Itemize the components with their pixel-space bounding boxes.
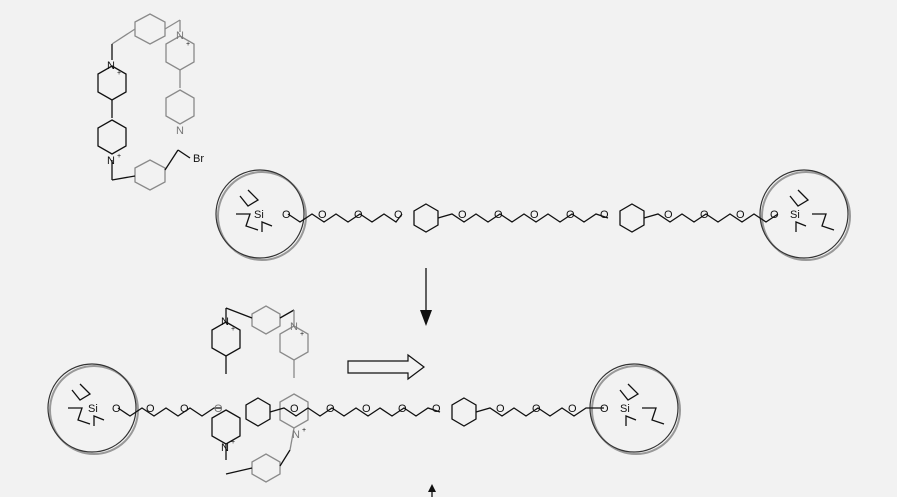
partial-up-arrow: [428, 484, 436, 497]
o-top-13: O: [770, 209, 779, 221]
o-top-3: O: [354, 209, 363, 221]
charge-ring-gray-top: +: [300, 331, 304, 338]
o-bottom-8: O: [398, 403, 407, 415]
n-ring-bottom: N: [221, 442, 229, 454]
axle-thread-top: [215, 169, 851, 261]
o-bottom-10: O: [496, 403, 505, 415]
o-bottom-9: O: [432, 403, 441, 415]
precursor-charge-gray: +: [186, 41, 190, 48]
o-top-12: O: [736, 209, 745, 221]
o-top-4: O: [394, 209, 403, 221]
bromine-label: Br: [193, 153, 204, 165]
o-bottom-3: O: [180, 403, 189, 415]
o-bottom-12: O: [568, 403, 577, 415]
o-bottom-7: O: [362, 403, 371, 415]
o-bottom-5: O: [290, 403, 299, 415]
precursor-charge-bottom: +: [117, 153, 121, 160]
precursor-n-top: N: [107, 60, 115, 72]
o-bottom-6: O: [326, 403, 335, 415]
precursor-n-bottom: N: [107, 155, 115, 167]
n-ring-top: N: [221, 316, 229, 328]
o-top-5: O: [458, 209, 467, 221]
o-top-7: O: [530, 209, 539, 221]
si-bottom-right: Si: [620, 403, 630, 415]
o-bottom-1: O: [112, 403, 121, 415]
o-top-8: O: [566, 209, 575, 221]
charge-ring-top: +: [231, 326, 235, 333]
down-arrow: [420, 268, 432, 326]
o-bottom-11: O: [532, 403, 541, 415]
si-top-left: Si: [254, 209, 264, 221]
o-top-2: O: [318, 209, 327, 221]
o-top-9: O: [600, 209, 609, 221]
o-bottom-13: O: [600, 403, 609, 415]
si-bottom-left: Si: [88, 403, 98, 415]
bipyridinium-precursor: [97, 13, 195, 191]
n-ring-gray-bottom: N: [292, 429, 300, 441]
o-bottom-4: O: [214, 403, 223, 415]
o-top-6: O: [494, 209, 503, 221]
charge-ring-bottom: +: [231, 439, 235, 446]
si-top-right: Si: [790, 209, 800, 221]
precursor-n-gray-top: N: [176, 30, 184, 42]
precursor-charge-top: +: [117, 70, 121, 77]
precursor-n-gray-bottom: N: [176, 125, 184, 137]
o-top-10: O: [664, 209, 673, 221]
n-ring-gray-top: N: [290, 321, 298, 333]
hollow-right-arrow: [347, 353, 425, 381]
o-top-11: O: [700, 209, 709, 221]
charge-ring-gray-bottom: +: [302, 427, 306, 434]
o-bottom-2: O: [146, 403, 155, 415]
o-top-1: O: [282, 209, 291, 221]
rotaxane-product: [47, 305, 681, 483]
